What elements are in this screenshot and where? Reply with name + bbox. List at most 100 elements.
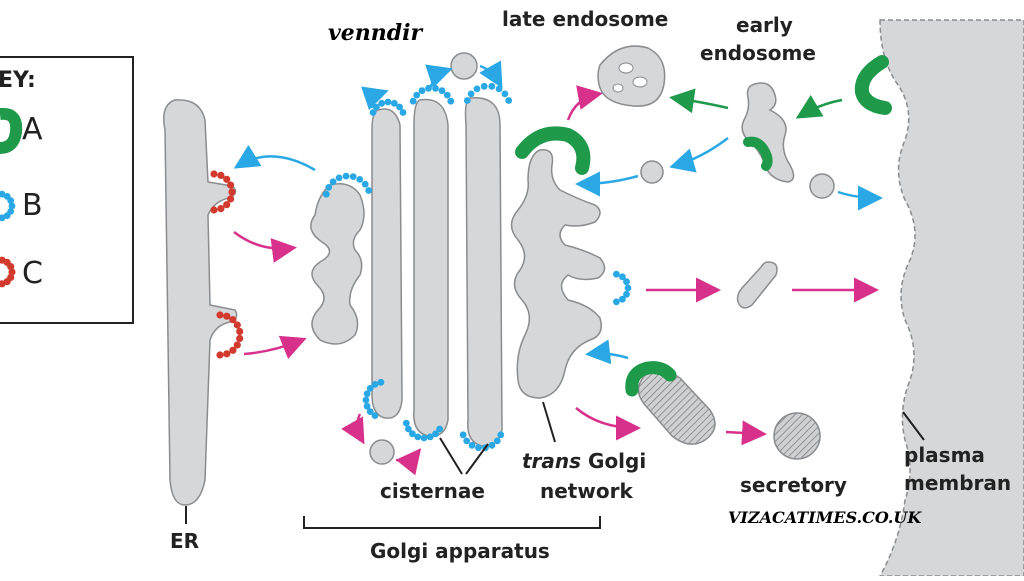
coat-c-bead [229, 316, 237, 324]
key-swatches [0, 107, 23, 288]
tgn-leader [542, 401, 556, 443]
vesicle-right [809, 173, 835, 199]
coat-b-bead [623, 278, 630, 286]
secretory-vesicle-large [637, 369, 716, 445]
coat-c-bead [223, 312, 231, 320]
coat-b-bead [363, 390, 371, 398]
coat-b-bead [613, 270, 620, 278]
watermark-top: venndir [328, 20, 423, 46]
coat-c-bead [217, 205, 225, 213]
label-cisternae: cisternae [380, 479, 485, 503]
arrow-plasma-to-early [795, 94, 843, 119]
cisterna-2 [413, 98, 449, 437]
label-trans-italic: trans [522, 449, 582, 473]
vesicle-top [450, 52, 478, 80]
coat-b-bead [459, 431, 467, 439]
watermark-bottom: VIZACATIMES.CO.UK [728, 508, 922, 527]
coat-b-bead [436, 425, 443, 433]
coat-b-bead [325, 184, 333, 191]
coat-b-bead [488, 441, 496, 449]
coat-b-bead [356, 176, 364, 183]
coat-b-bead [405, 425, 412, 433]
coat-b-bead [402, 419, 410, 427]
coat-b-bead [432, 430, 439, 438]
coat-b-bead [493, 437, 501, 445]
vesicle-bottom-left [369, 439, 395, 465]
arrow-er-to-golgi-1 [233, 231, 297, 263]
coat-b-bead [335, 174, 343, 182]
arrow-golgi-to-er [233, 144, 316, 172]
late-endosome-inner-1 [618, 62, 634, 74]
coat-c-bead [216, 351, 224, 359]
coat-c-bead [210, 170, 218, 178]
coat-c-bead [228, 188, 236, 196]
key-swatch-b-icon [0, 190, 16, 222]
coat-b-bead [623, 290, 630, 298]
coat-b-bead [378, 99, 386, 107]
coat-b-bead [443, 91, 451, 99]
coat-b-bead [390, 99, 398, 107]
label-er: ER [170, 529, 200, 553]
key-swatch-a-icon [0, 107, 23, 154]
coat-c-bead [229, 346, 237, 354]
arrow-secretory-to-tgn [585, 339, 629, 365]
coat-c-bead [227, 195, 235, 203]
arrow-tgn-to-late-endosome [566, 85, 603, 121]
coat-b-bead [613, 298, 620, 306]
coat-c-bead [227, 181, 235, 189]
coat-c-bead [236, 334, 244, 343]
key-b-bead [3, 212, 11, 219]
coat-c-group [210, 170, 244, 359]
coat-b-bead [447, 97, 455, 105]
arrow-bottom-left-down [341, 413, 365, 445]
arrow-bottom-left-up [395, 448, 422, 476]
coat-b-bead [371, 412, 379, 419]
plasma-leader [902, 411, 925, 441]
coat-b-bead [384, 98, 392, 106]
coat-c-bead [216, 311, 224, 319]
coat-b-bead [413, 91, 421, 99]
coat-b-bead [366, 385, 374, 392]
coat-b-bead [463, 97, 471, 104]
label-golgi-word: Golgi [581, 449, 647, 473]
coat-a-secretory [625, 361, 677, 397]
coat-b-bead [409, 430, 416, 438]
late-endosome-inner-3 [612, 83, 624, 93]
secretory-vesicle-round [773, 412, 821, 460]
arrow-tgn-to-secretory [575, 407, 641, 441]
vesicle-elongated [736, 261, 778, 309]
coat-b-bead [475, 444, 482, 452]
coat-b-bead [432, 84, 439, 92]
coat-b-bead [365, 187, 373, 194]
cisterna-3 [464, 97, 503, 447]
arrow-early-to-tgn [669, 137, 729, 173]
label-trans-golgi: trans Golgi [522, 450, 646, 472]
coat-b-bead [505, 97, 513, 104]
coat-a-tgn [515, 126, 591, 175]
arrow-secretory-to-round [725, 420, 767, 446]
coat-b-bead [420, 434, 428, 442]
key-box [0, 56, 134, 324]
coat-b-bead [619, 273, 626, 281]
plasma-membrane [878, 19, 1024, 577]
label-network: network [540, 479, 633, 503]
arrow-top-left [425, 64, 453, 89]
key-c-bead [0, 280, 6, 288]
label-membrane: membran [904, 471, 1012, 495]
arrow-early-to-late [669, 88, 729, 114]
coat-b-bead [399, 109, 407, 116]
coat-b-bead [377, 378, 385, 386]
coat-c-bead [223, 175, 231, 183]
cisternae-leader-1 [439, 437, 463, 475]
label-secretory: secretory [740, 473, 847, 497]
coat-b-bead [409, 97, 417, 105]
cisterna-1 [371, 108, 403, 419]
coat-c-bead [210, 206, 218, 214]
coat-c-bead [233, 341, 241, 349]
key-letter-b: B [22, 188, 43, 223]
coat-b-bead [363, 402, 371, 410]
coat-b-bead [418, 87, 426, 95]
cisternae-leader-2 [465, 443, 489, 475]
key-letter-c: C [22, 256, 43, 291]
